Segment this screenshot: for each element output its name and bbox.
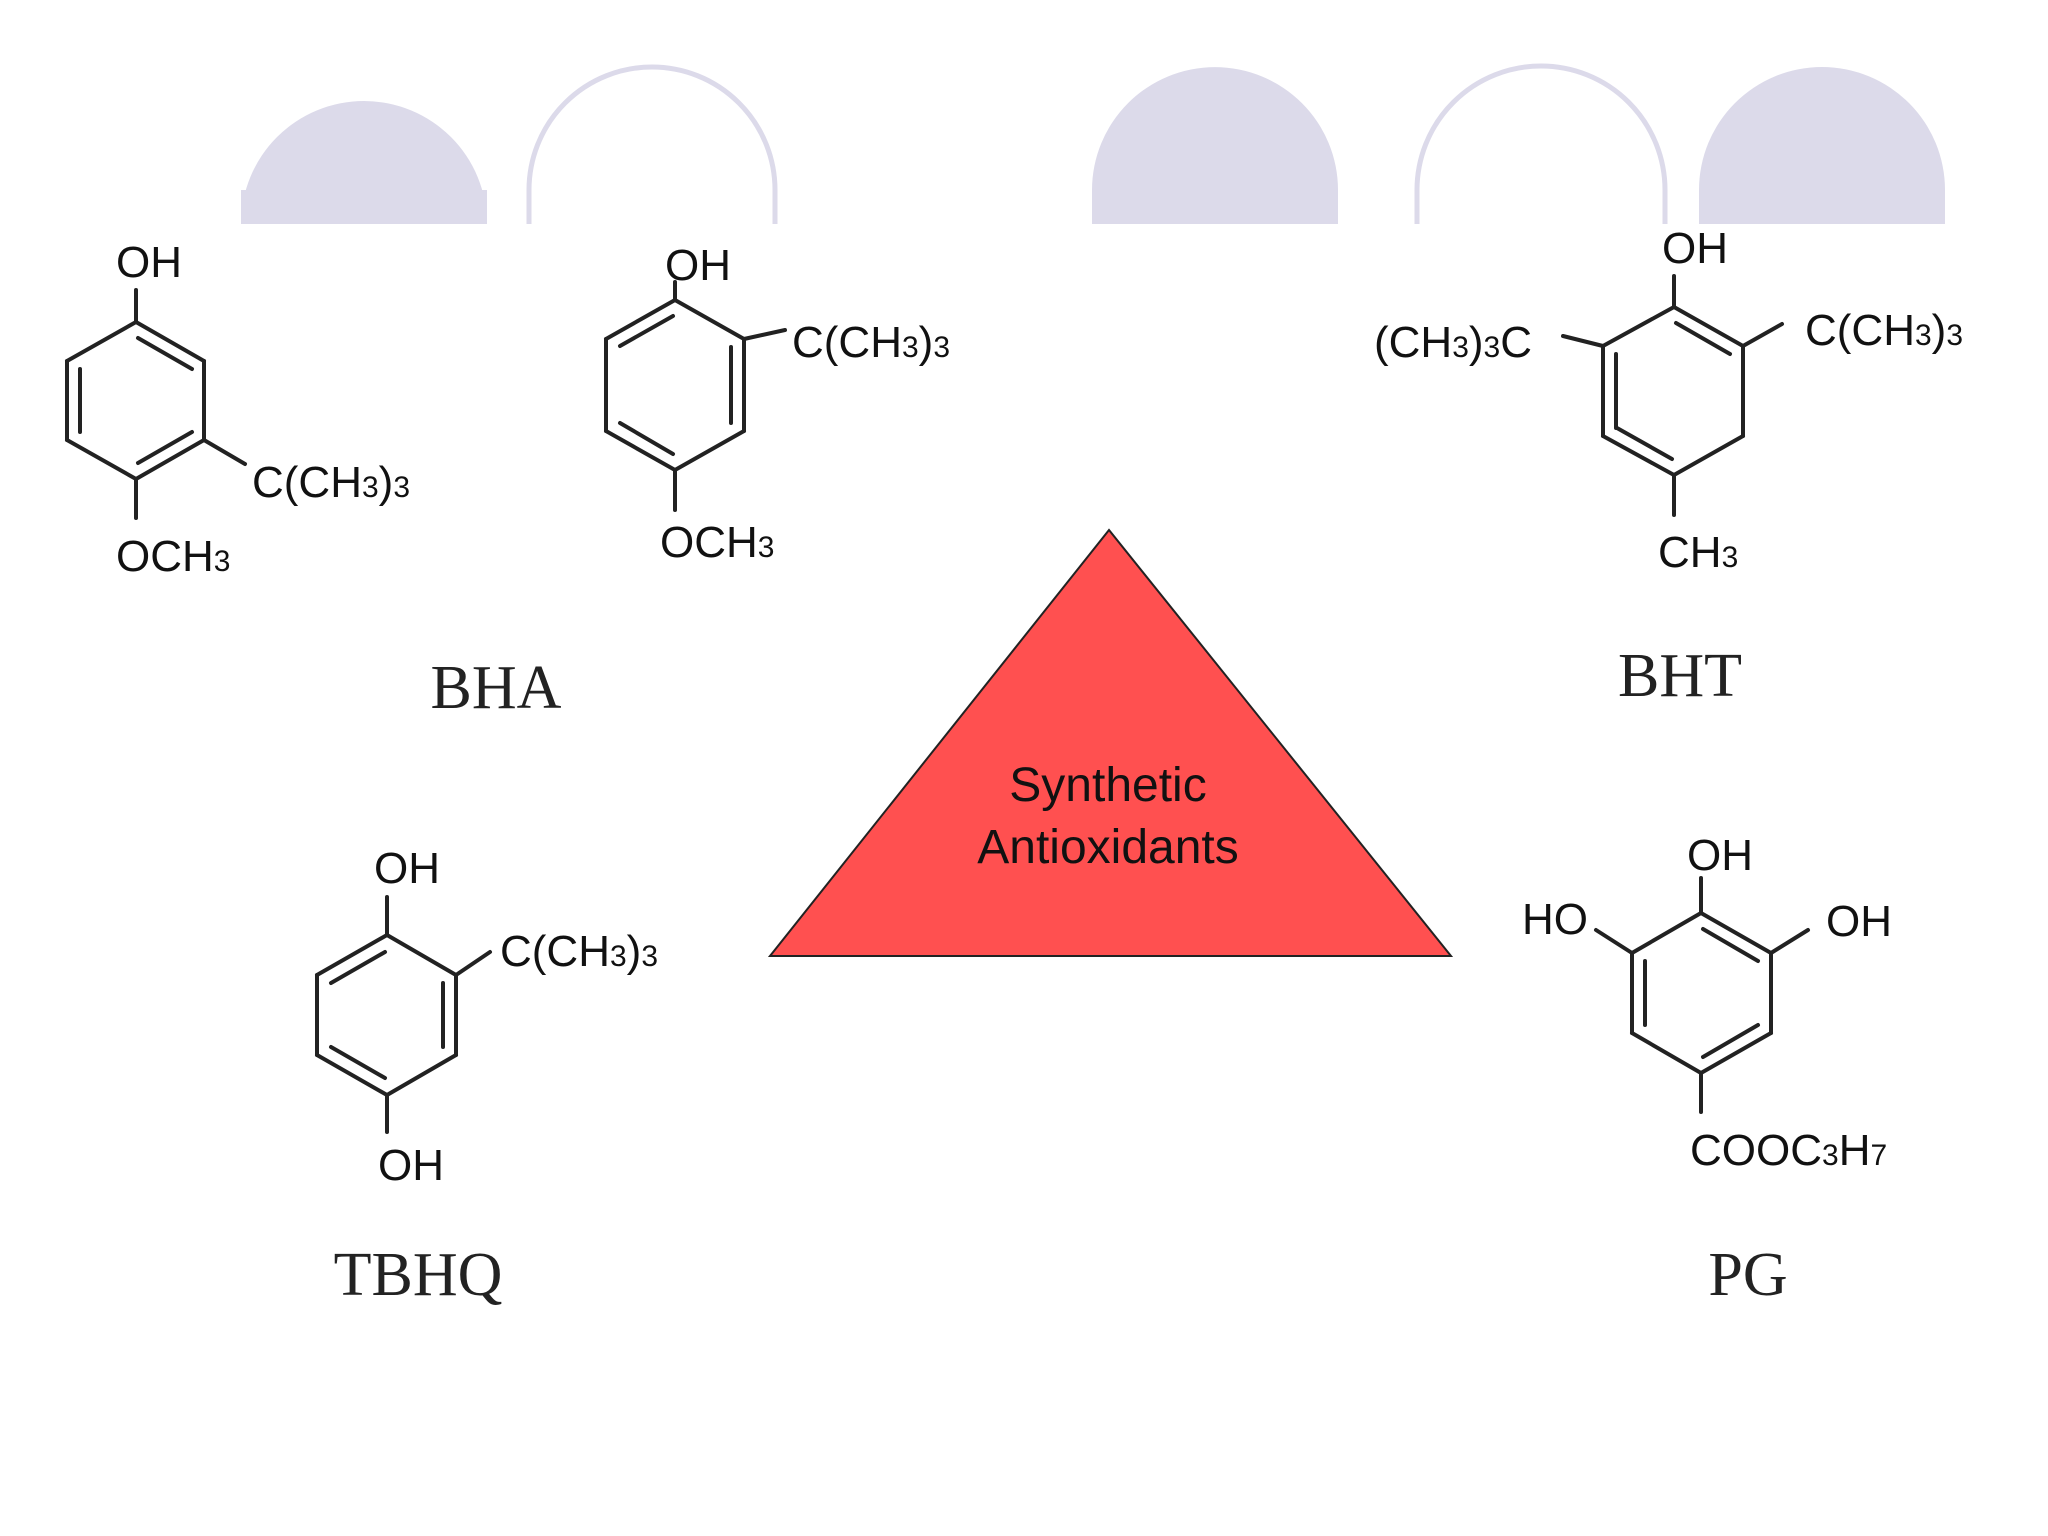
methoxy-label: OCH3 [116,532,230,581]
tert-butyl-label: C(CH3)3 [252,458,410,507]
methyl-label: CH3 [1658,528,1738,577]
benzene-ring [1561,274,1784,517]
tert-butyl-label-left: (CH3)3C [1374,318,1532,367]
decor-filled-circle-2 [1092,67,1338,224]
methoxy-label: OCH3 [660,518,774,567]
molecule-pg: OH HO OH COOC3H7 [1522,831,1892,1175]
hydroxyl-label: OH [665,241,731,290]
molecule-tbhq: OH C(CH3)3 OH [315,844,658,1190]
benzene-ring [315,895,492,1134]
hydroxyl-label: OH [1662,224,1728,273]
hydroxyl-label-bottom: OH [378,1141,444,1190]
benzene-ring [1594,876,1810,1114]
molecule-bha-isomer-1: OH C(CH3)3 OCH3 [65,238,410,581]
center-label-line2: Antioxidants [977,821,1239,874]
decor-outline-circle-2 [1414,63,1668,224]
molecule-bht: OH (CH3)3C C(CH3)3 CH3 [1374,224,1963,577]
label-bht: BHT [1618,642,1742,710]
hydroxyl-label-top: OH [1687,831,1753,880]
hydroxyl-label-left: HO [1522,895,1588,944]
label-pg: PG [1708,1241,1787,1309]
propyl-ester-label: COOC3H7 [1690,1126,1887,1175]
tert-butyl-label: C(CH3)3 [792,318,950,367]
benzene-ring [604,280,787,512]
decor-filled-circle-3 [1699,67,1945,224]
molecule-bha-isomer-2: OH C(CH3)3 OCH3 [604,241,950,567]
decor-outline-circle-1 [526,64,778,224]
tert-butyl-label: C(CH3)3 [500,927,658,976]
hydroxyl-label-right: OH [1826,897,1892,946]
hydroxyl-label-top: OH [374,844,440,893]
tert-butyl-label-right: C(CH3)3 [1805,306,1963,355]
decor-filled-circle-1-base [241,190,487,224]
label-tbhq: TBHQ [334,1241,503,1309]
label-bha: BHA [431,654,562,722]
hydroxyl-label: OH [116,238,182,287]
decorative-circles [241,63,1945,224]
center-triangle-group: Synthetic Antioxidants [767,528,1454,957]
center-label-line1: Synthetic [1009,759,1206,812]
benzene-ring [65,288,247,520]
center-triangle [767,528,1454,957]
